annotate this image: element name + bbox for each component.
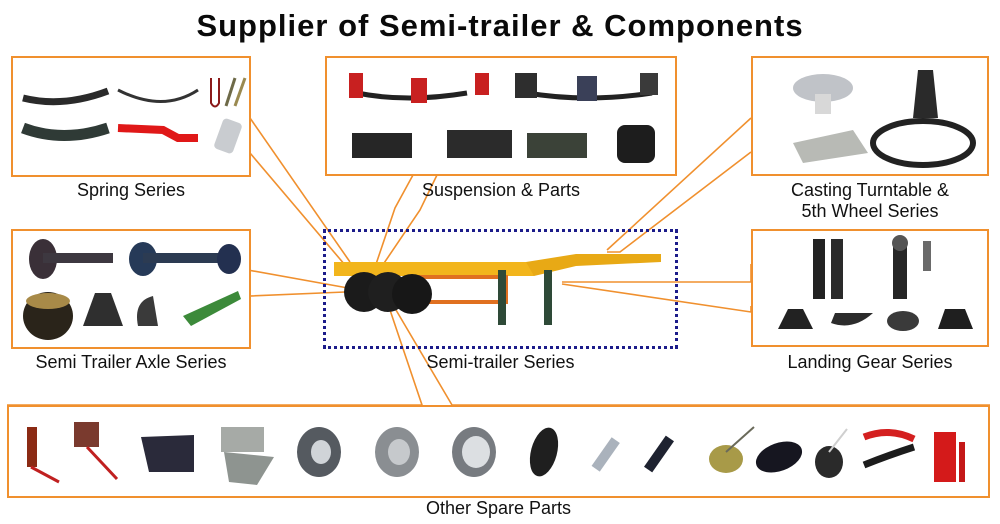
label-turntable-line1: Casting Turntable & <box>790 180 950 200</box>
king-pin-icon <box>793 74 853 102</box>
wheel-hub-icon <box>83 293 123 326</box>
air-tank-icon <box>755 441 803 473</box>
axle-products <box>23 239 241 340</box>
panel-turntable-5th-wheel[interactable] <box>751 56 989 176</box>
twist-lock-icon <box>27 427 37 467</box>
air-spring-icon <box>617 125 655 163</box>
panel-landing-gear[interactable] <box>751 229 989 347</box>
spring-brake-chamber-icon <box>815 446 843 478</box>
label-suspension-parts: Suspension & Parts <box>421 180 581 200</box>
page-title: Supplier of Semi-trailer & Components <box>196 8 804 43</box>
connector-turntable-2 <box>607 151 752 253</box>
container-lock-icon <box>141 435 194 472</box>
semi-trailer-frame[interactable] <box>323 229 678 349</box>
multi-leaf-spring-icon <box>21 122 110 141</box>
brake-chamber-icon <box>709 445 743 473</box>
air-suspension-icon <box>527 133 587 158</box>
mounting-plate-icon <box>778 309 813 329</box>
turntable-products <box>793 70 976 168</box>
u-bolt-icon <box>210 78 220 108</box>
panel-spring-series[interactable] <box>11 56 251 177</box>
panel-axle-series[interactable] <box>11 229 251 349</box>
slack-adjuster-icon <box>183 291 241 326</box>
bogie-suspension-2-icon <box>447 130 512 158</box>
label-other-spare-parts: Other Spare Parts <box>425 498 572 518</box>
connector-turntable-1 <box>606 117 752 251</box>
label-semi-trailer-series: Semi-trailer Series <box>426 352 575 372</box>
wheel-bolt-2-icon <box>644 435 674 473</box>
parabolic-spring-icon <box>117 88 199 103</box>
spring-products <box>21 77 247 154</box>
container-lock-2-icon <box>221 427 264 452</box>
casting-part-icon <box>913 70 938 118</box>
landing-gear-products <box>778 235 973 331</box>
wheel-bolt-icon <box>591 437 620 472</box>
mechanical-suspension-red-icon <box>356 90 468 101</box>
spring-bushing-icon <box>214 118 242 154</box>
turntable-ring-icon <box>870 118 976 168</box>
connector-spring-2 <box>249 152 346 266</box>
spring-pin-icon <box>224 77 237 107</box>
semi-trailer-image <box>334 254 661 325</box>
fifth-wheel-icon <box>793 130 868 163</box>
leaf-spring-icon <box>22 87 110 106</box>
other-products <box>27 422 965 485</box>
hydraulic-jack-icon <box>934 432 956 482</box>
tire-icon <box>529 427 559 477</box>
sand-shoe-icon <box>831 313 873 326</box>
panel-other-spare-parts[interactable] <box>7 405 990 498</box>
air-coil-icon <box>862 429 916 443</box>
bracket-icon <box>938 309 973 329</box>
suspension-products <box>349 73 658 163</box>
label-landing-gear: Landing Gear Series <box>787 352 953 372</box>
connector-suspension-1 <box>371 174 414 277</box>
label-spring-series: Spring Series <box>76 180 186 200</box>
connector-suspension-2 <box>377 174 438 273</box>
label-axle-series: Semi Trailer Axle Series <box>35 352 227 372</box>
roller-foot-icon <box>887 311 919 331</box>
connector-spring-1 <box>249 117 351 263</box>
bogie-suspension-icon <box>352 133 412 158</box>
twist-lock-2-icon <box>74 422 99 447</box>
semi-trailer-icon <box>334 254 661 325</box>
panel-suspension-parts[interactable] <box>325 56 677 176</box>
label-turntable-line2: 5th Wheel Series <box>801 201 939 221</box>
brake-shoe-icon <box>137 296 158 326</box>
equalizer-beam-icon <box>117 124 198 142</box>
landing-gear-icon <box>813 239 825 299</box>
landing-gear-2-icon <box>893 239 907 299</box>
